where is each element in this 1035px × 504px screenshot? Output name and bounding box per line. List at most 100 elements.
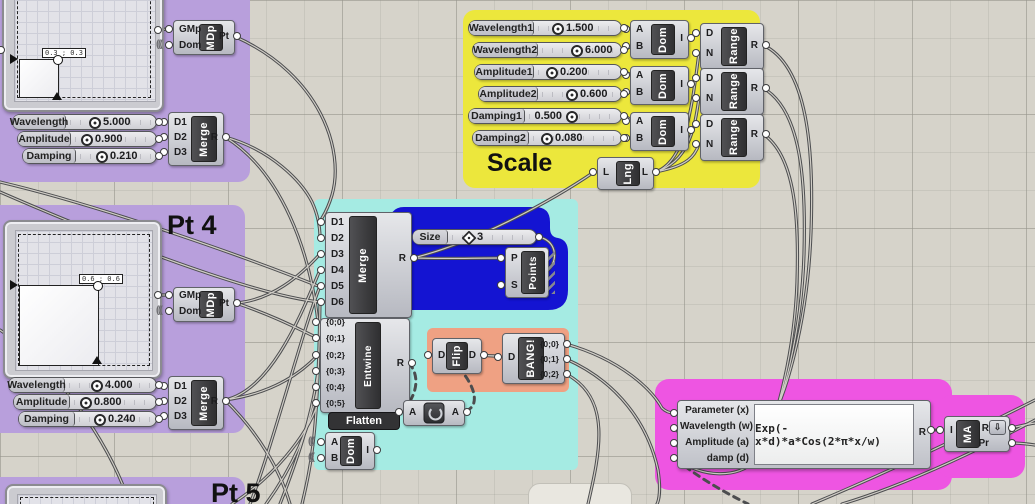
g2d-slider-knob[interactable] bbox=[94, 414, 106, 426]
bang-output-port-{0;2}[interactable] bbox=[563, 370, 571, 378]
md-panel-1-output-port[interactable] bbox=[154, 26, 162, 34]
g2a-slider-knob[interactable] bbox=[80, 397, 92, 409]
a2-slider-knob[interactable] bbox=[566, 89, 578, 101]
md-slider-handle[interactable] bbox=[53, 55, 63, 65]
md-slider-handle[interactable] bbox=[93, 281, 103, 291]
md-slider-panel-2[interactable]: 0.6 ; 0.6 bbox=[3, 220, 162, 379]
g2a-slider-rail[interactable]: 0.800 bbox=[70, 395, 156, 409]
points-input-port-S[interactable] bbox=[497, 281, 505, 289]
entwine-component[interactable]: Entwine{0;0}{0;1}{0;2}{0;3}{0;4}{0;5}R bbox=[320, 317, 410, 413]
entwine-input-port-{0;2}[interactable] bbox=[312, 351, 320, 359]
bang-output-port-{0;1}[interactable] bbox=[563, 355, 571, 363]
size-slider-rail[interactable]: 3 bbox=[448, 230, 536, 246]
g2d-slider-output-port[interactable] bbox=[155, 415, 163, 423]
range1-output-port-R[interactable] bbox=[762, 41, 770, 49]
d1-slider-knob[interactable] bbox=[566, 111, 578, 123]
points-input-port-P[interactable] bbox=[497, 254, 505, 262]
d2-slider-rail[interactable]: 0.080 bbox=[529, 131, 621, 145]
dom4-input-port-B[interactable] bbox=[317, 454, 325, 462]
mdp2-input-port-GMp[interactable] bbox=[165, 291, 173, 299]
entwine-input-port-{0;4}[interactable] bbox=[312, 383, 320, 391]
d2-slider-knob[interactable] bbox=[541, 133, 553, 145]
expression-input-port-a[interactable] bbox=[670, 439, 678, 447]
g1w-slider-knob[interactable] bbox=[89, 117, 101, 129]
a2-slider-output-port[interactable] bbox=[620, 90, 628, 98]
flip-input-port-D[interactable] bbox=[424, 351, 432, 359]
merge6-input-port-D6[interactable] bbox=[317, 298, 325, 306]
g1a-slider-knob[interactable] bbox=[81, 134, 93, 146]
range3-output-port-R[interactable] bbox=[762, 130, 770, 138]
g2w-slider-knob[interactable] bbox=[91, 380, 103, 392]
mdp1-output-port-Pt[interactable] bbox=[233, 32, 241, 40]
w2-slider-rail[interactable]: 6.000 bbox=[538, 43, 621, 57]
merge6-input-port-D4[interactable] bbox=[317, 266, 325, 274]
flip-output-port-D[interactable] bbox=[480, 351, 488, 359]
range3-input-port-N[interactable] bbox=[692, 140, 700, 148]
mdp2-output-port-Pt[interactable] bbox=[233, 299, 241, 307]
flatten-tag[interactable]: Flatten bbox=[328, 412, 400, 430]
down-arrow-icon[interactable]: ⇩ bbox=[989, 420, 1006, 435]
g1w-slider-output-port[interactable] bbox=[155, 118, 163, 126]
merge1-output-port-R[interactable] bbox=[222, 133, 230, 141]
g2w-slider-output-port[interactable] bbox=[155, 381, 163, 389]
merge6-input-port-D1[interactable] bbox=[317, 218, 325, 226]
w1-slider-output-port[interactable] bbox=[620, 24, 628, 32]
range1-input-port-D[interactable] bbox=[692, 29, 700, 37]
entwine-input-port-{0;0}[interactable] bbox=[312, 318, 320, 326]
g1a-slider-output-port[interactable] bbox=[155, 135, 163, 143]
range1-input-port-N[interactable] bbox=[692, 49, 700, 57]
range2-output-port-R[interactable] bbox=[762, 84, 770, 92]
merge2-output-port-R[interactable] bbox=[222, 397, 230, 405]
mdp2-input-port-Dom[interactable] bbox=[165, 307, 173, 315]
expression-input-port-x[interactable] bbox=[670, 409, 678, 417]
gate-output-port-A[interactable] bbox=[463, 408, 471, 416]
g1d-slider-rail[interactable]: 0.210 bbox=[76, 149, 156, 163]
w1-slider-knob[interactable] bbox=[552, 23, 564, 35]
expression-formula[interactable]: Exp(-x*d)*a*Cos(2*π*x/w) bbox=[754, 404, 914, 465]
ma-input-port-I[interactable] bbox=[936, 426, 944, 434]
dom4-input-port-A[interactable] bbox=[317, 438, 325, 446]
lng-input-port-L[interactable] bbox=[589, 168, 597, 176]
lng-output-port-L[interactable] bbox=[652, 168, 660, 176]
g1d-slider-knob[interactable] bbox=[96, 151, 108, 163]
size-slider-output-port[interactable] bbox=[535, 233, 543, 241]
expression-component[interactable]: Parameter (x) Wavelength (w) Amplitude (… bbox=[677, 400, 931, 469]
bang-output-port-{0;0}[interactable] bbox=[563, 340, 571, 348]
range2-input-port-D[interactable] bbox=[692, 74, 700, 82]
entwine-output-port-R[interactable] bbox=[408, 359, 416, 367]
g2d-slider-rail[interactable]: 0.240 bbox=[75, 412, 156, 426]
expression-output-port-r[interactable] bbox=[927, 426, 935, 434]
expression-input-port-w[interactable] bbox=[670, 424, 678, 432]
entwine-input-port-{0;1}[interactable] bbox=[312, 334, 320, 342]
w2-slider-knob[interactable] bbox=[571, 45, 583, 57]
g1w-slider-rail[interactable]: 5.000 bbox=[66, 115, 156, 129]
w2-slider-output-port[interactable] bbox=[620, 46, 628, 54]
bang-input-port-D[interactable] bbox=[494, 353, 502, 361]
a2-slider-rail[interactable]: 0.600 bbox=[538, 87, 621, 101]
merge6-input-port-D3[interactable] bbox=[317, 250, 325, 258]
md-panel-2-output-port[interactable] bbox=[154, 291, 162, 299]
gate-input-port-A[interactable] bbox=[395, 408, 403, 416]
w1-slider-rail[interactable]: 1.500 bbox=[534, 21, 621, 35]
